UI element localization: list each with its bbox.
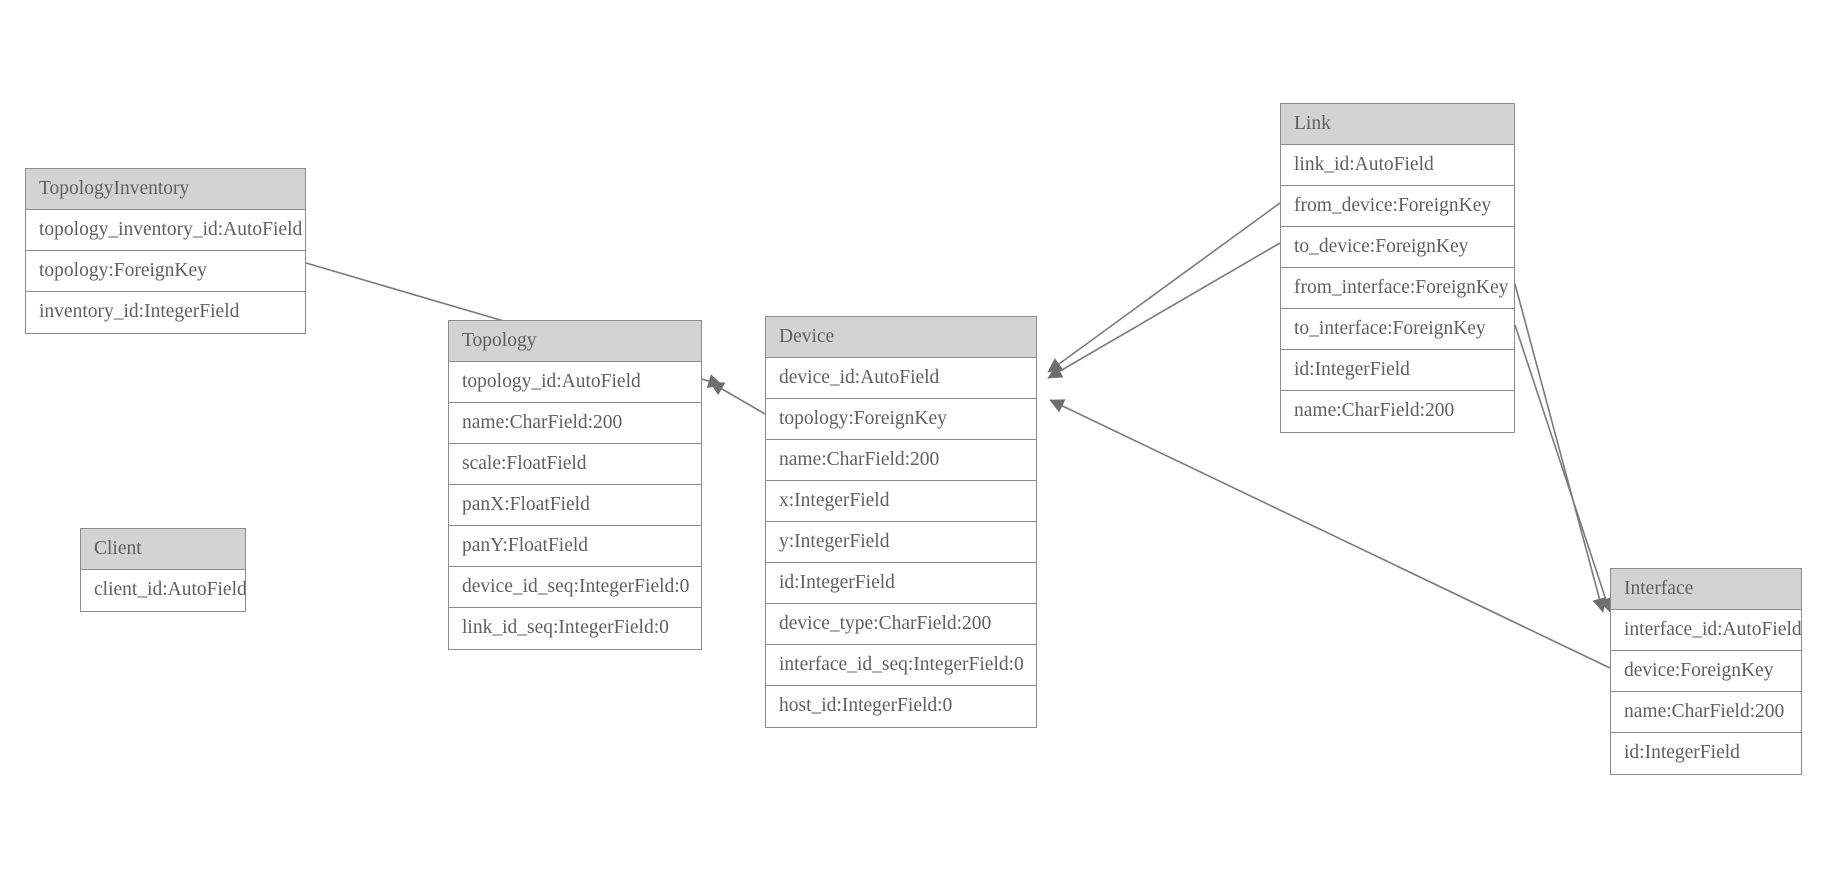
edge-link-from_interface <box>1514 283 1607 613</box>
entity-field: to_interface:ForeignKey <box>1281 309 1514 350</box>
entity-field: topology_id:AutoField <box>449 362 701 403</box>
entity-field: topology_inventory_id:AutoField <box>26 210 305 251</box>
entity-field: name:CharField:200 <box>1281 391 1514 432</box>
entity-title-device: Device <box>766 317 1036 358</box>
edge-link-to_interface <box>1514 324 1613 613</box>
entity-title-interface: Interface <box>1611 569 1801 610</box>
entity-field: id:IntegerField <box>766 563 1036 604</box>
entity-field: link_id:AutoField <box>1281 145 1514 186</box>
edge-link-to_device <box>1047 242 1281 379</box>
entity-field: name:CharField:200 <box>449 403 701 444</box>
entity-field: name:CharField:200 <box>1611 692 1801 733</box>
entity-field: client_id:AutoField <box>81 570 245 611</box>
entity-title-topology: Topology <box>449 321 701 362</box>
entity-field: interface_id_seq:IntegerField:0 <box>766 645 1036 686</box>
entity-field: panX:FloatField <box>449 485 701 526</box>
entity-field: link_id_seq:IntegerField:0 <box>449 608 701 649</box>
edge-link-from_device <box>1047 202 1281 373</box>
entity-field: scale:FloatField <box>449 444 701 485</box>
entity-field: host_id:IntegerField:0 <box>766 686 1036 727</box>
entity-field: topology:ForeignKey <box>26 251 305 292</box>
entity-field: device:ForeignKey <box>1611 651 1801 692</box>
entity-field: inventory_id:IntegerField <box>26 292 305 333</box>
entity-title-link: Link <box>1281 104 1514 145</box>
entity-field: id:IntegerField <box>1611 733 1801 774</box>
entity-field: panY:FloatField <box>449 526 701 567</box>
edge-device-topology <box>709 381 766 415</box>
entity-field: name:CharField:200 <box>766 440 1036 481</box>
entity-field: device_type:CharField:200 <box>766 604 1036 645</box>
entity-field: interface_id:AutoField <box>1611 610 1801 651</box>
entity-field: y:IntegerField <box>766 522 1036 563</box>
entity-title-client: Client <box>81 529 245 570</box>
entity-field: topology:ForeignKey <box>766 399 1036 440</box>
entity-field: device_id_seq:IntegerField:0 <box>449 567 701 608</box>
entity-field: x:IntegerField <box>766 481 1036 522</box>
entity-field: from_interface:ForeignKey <box>1281 268 1514 309</box>
entity-field: to_device:ForeignKey <box>1281 227 1514 268</box>
entity-field: from_device:ForeignKey <box>1281 186 1514 227</box>
entity-title-topologyinventory: TopologyInventory <box>26 169 305 210</box>
edge-interface-device <box>1049 399 1611 669</box>
entity-field: device_id:AutoField <box>766 358 1036 399</box>
entity-field: id:IntegerField <box>1281 350 1514 391</box>
